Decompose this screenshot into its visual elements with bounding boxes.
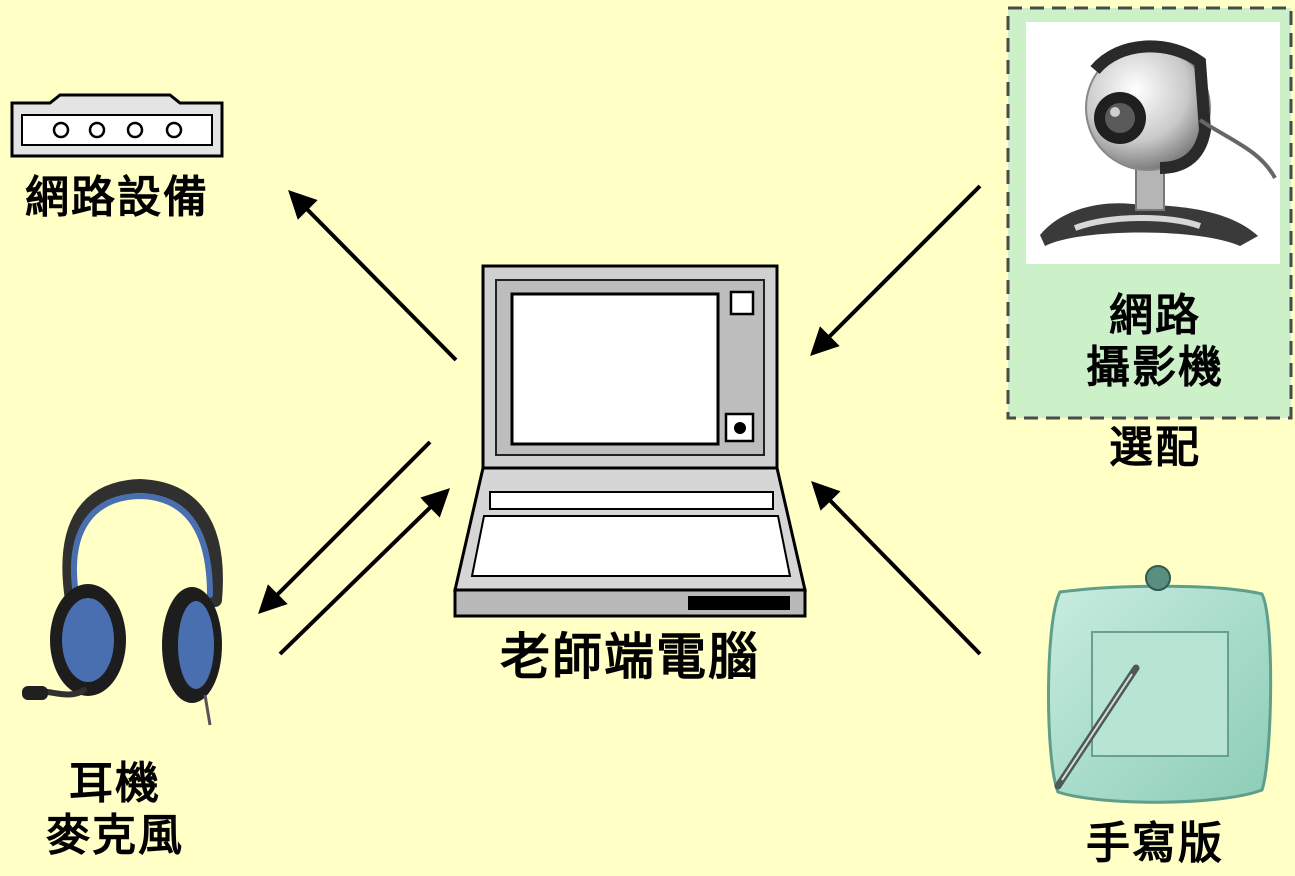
headset-label-line2: 麥克風 bbox=[46, 810, 184, 861]
headset-label: 耳機 麥克風 bbox=[30, 758, 200, 862]
laptop-icon bbox=[453, 264, 807, 618]
network-device-label: 網路設備 bbox=[25, 172, 209, 223]
teacher-computer-label: 老師端電腦 bbox=[500, 628, 760, 686]
webcam-label-line2: 攝影機 bbox=[1086, 342, 1224, 393]
arrow-webcam-to-pc bbox=[810, 184, 982, 356]
webcam-label-line1: 網路 bbox=[1109, 290, 1201, 341]
network-device-icon bbox=[10, 93, 224, 158]
arrow-pc-to-network bbox=[288, 190, 458, 362]
arrow-pc-to-headset bbox=[258, 440, 432, 614]
tablet-label: 手寫版 bbox=[1086, 818, 1224, 869]
arrow-headset-to-pc bbox=[278, 488, 451, 656]
connector-arrows bbox=[258, 184, 982, 656]
webcam-icon bbox=[1040, 40, 1277, 246]
optional-note-label: 選配 bbox=[1109, 422, 1201, 473]
arrow-tablet-to-pc bbox=[811, 480, 982, 656]
headset-label-line1: 耳機 bbox=[69, 758, 161, 809]
webcam-label: 網路 攝影機 bbox=[1060, 290, 1250, 394]
drawing-tablet-icon bbox=[1046, 565, 1273, 804]
headset-icon bbox=[22, 478, 223, 726]
